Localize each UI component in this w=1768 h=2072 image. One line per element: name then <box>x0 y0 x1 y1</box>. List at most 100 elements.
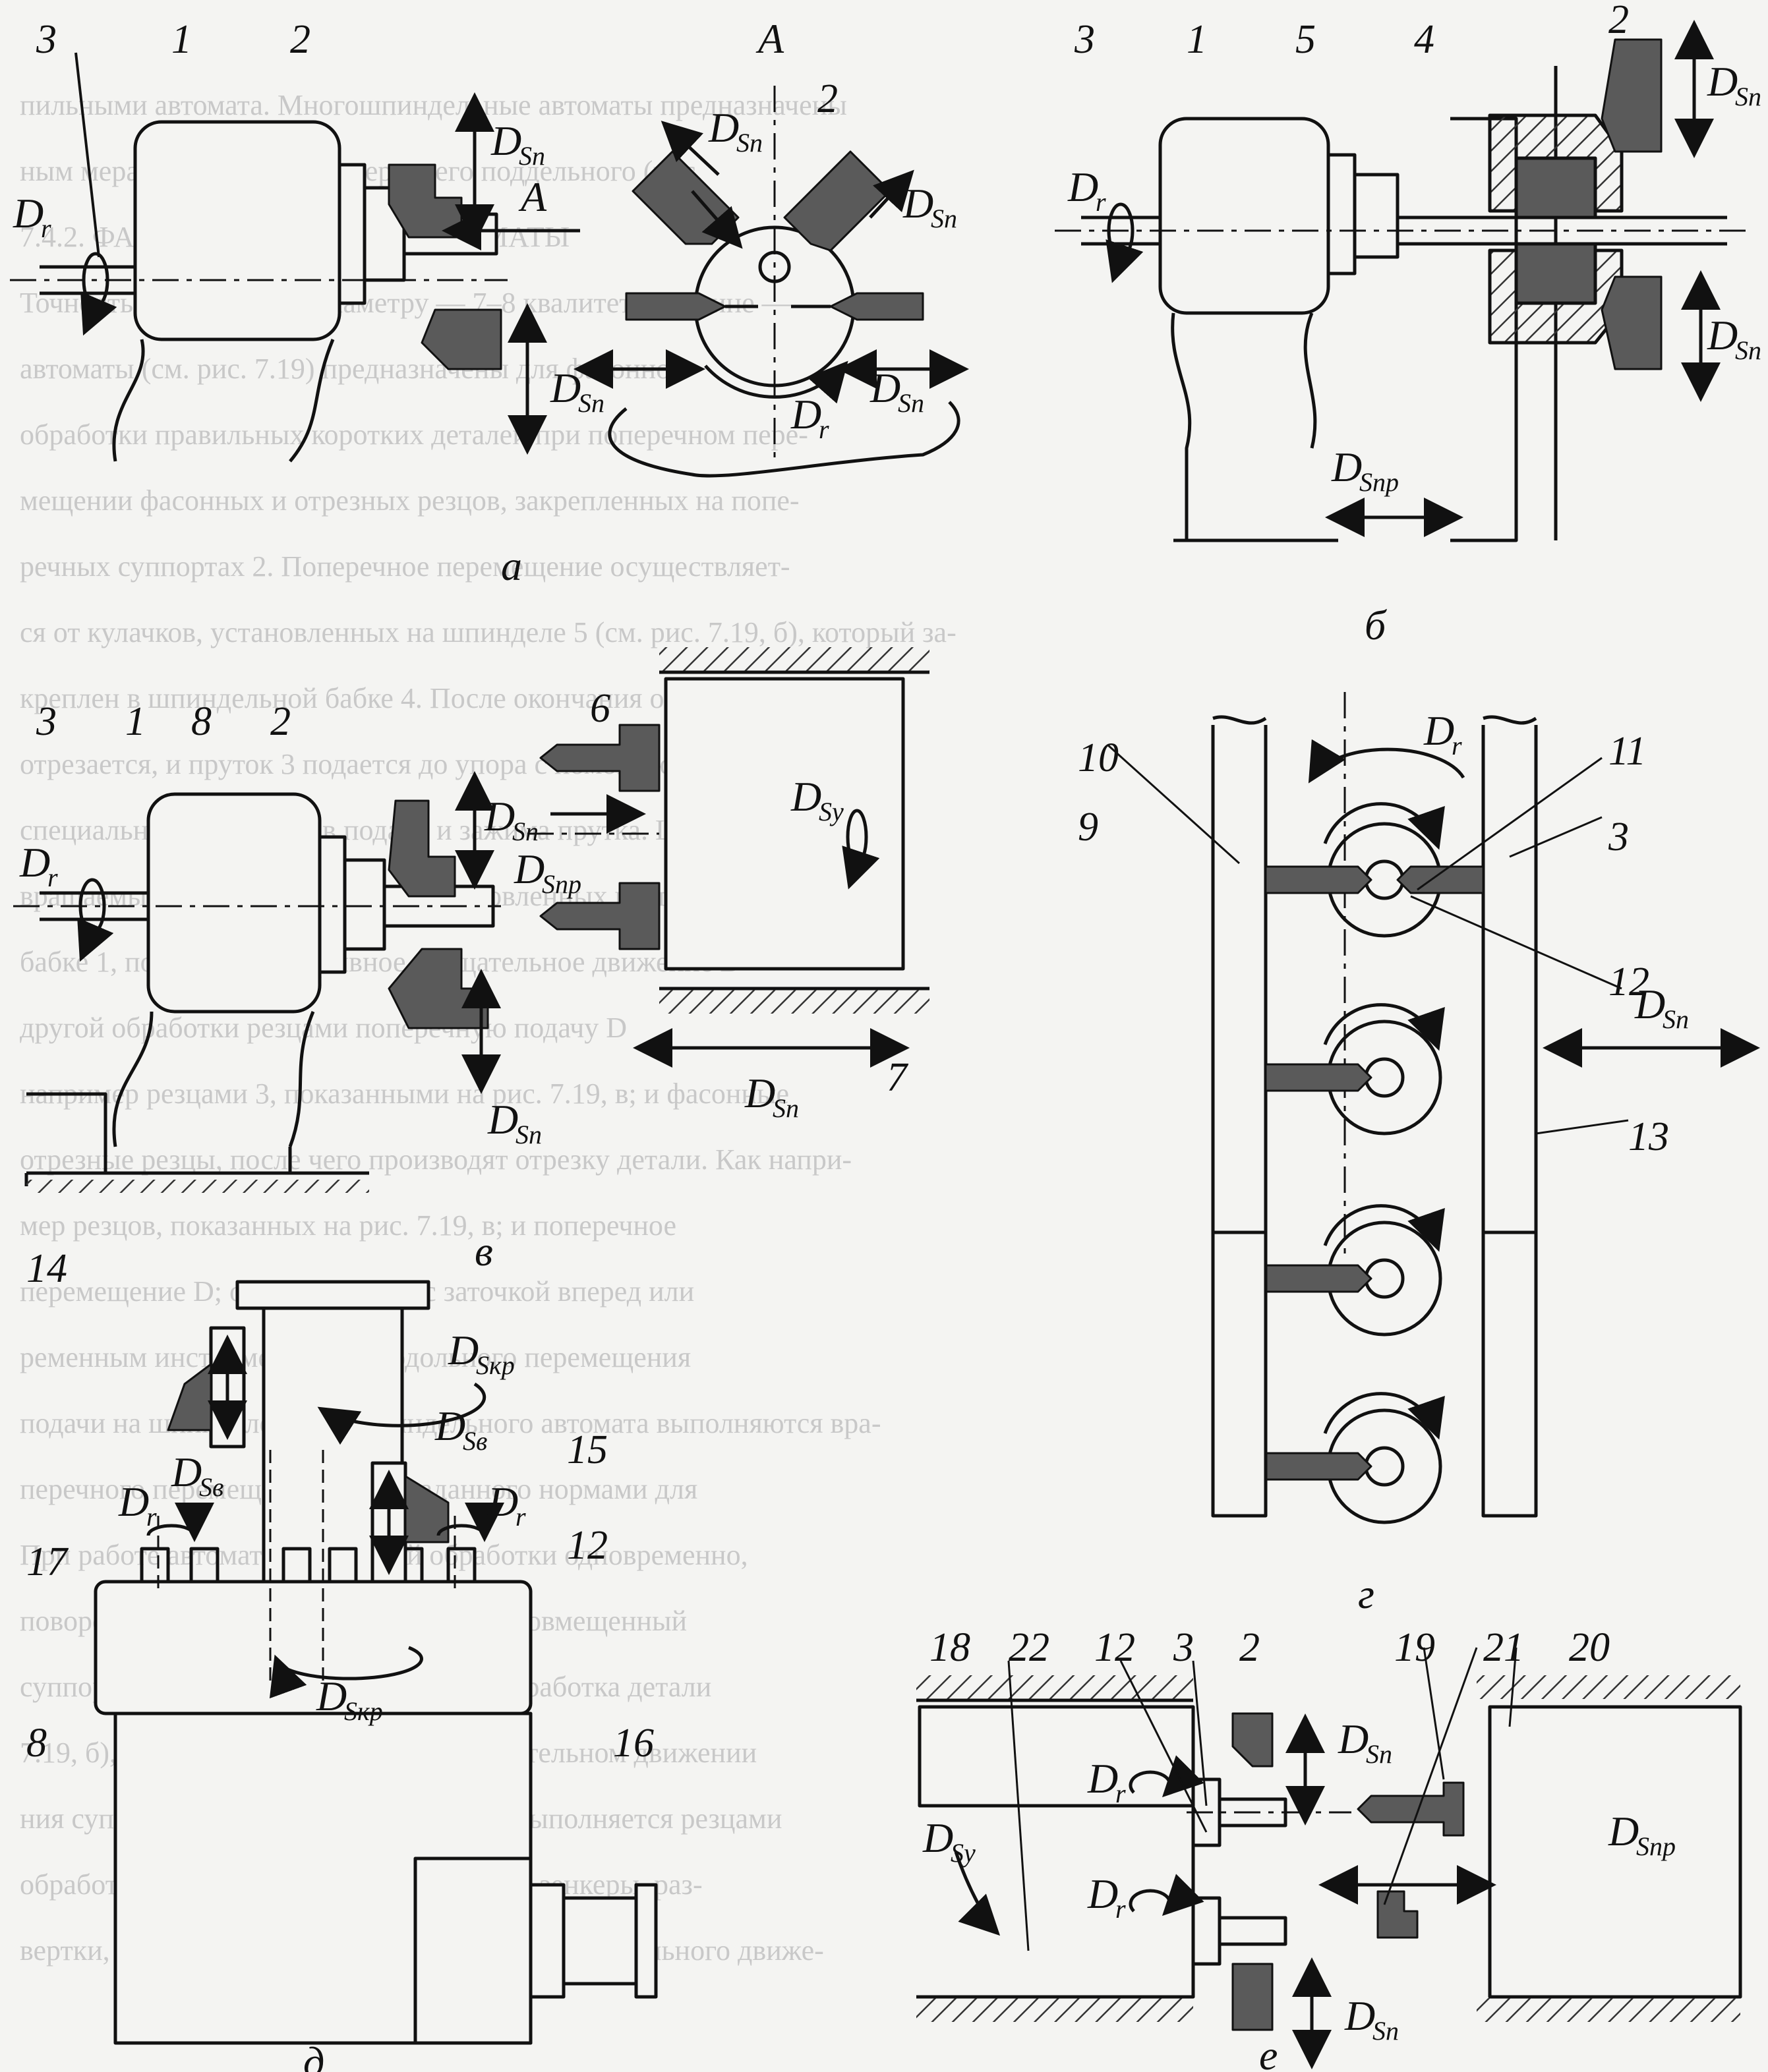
part-2-v: 2 <box>270 699 291 744</box>
background-text-line: речных суппортах 2. Поперечное перемещен… <box>20 550 790 583</box>
svg-text:Sп: Sп <box>1372 2016 1399 2046</box>
svg-text:Sп: Sп <box>1735 335 1761 365</box>
svg-text:D: D <box>487 1478 518 1525</box>
label-dr-e-top: Dr <box>1087 1755 1126 1808</box>
label-dr-a-radial: Dr <box>790 391 829 444</box>
svg-text:r: r <box>1115 1779 1126 1808</box>
label-dsp-b-bottom: DSп <box>1707 312 1761 365</box>
svg-text:D: D <box>1344 1992 1375 2039</box>
label-dsp-drill: DSп <box>744 1070 799 1123</box>
part-18: 18 <box>929 1625 970 1670</box>
part-2-e: 2 <box>1239 1625 1260 1670</box>
svg-text:Sп: Sп <box>1663 1004 1689 1034</box>
subfigure-letter-v: в <box>475 1228 493 1275</box>
part-21: 21 <box>1483 1625 1524 1670</box>
background-text-line: мещении фасонных и отрезных резцов, закр… <box>20 484 800 517</box>
part-9: 9 <box>1078 805 1098 849</box>
svg-text:Sпр: Sпр <box>542 869 581 899</box>
label-dsu-e: DSу <box>922 1814 976 1868</box>
part-10: 10 <box>1078 735 1119 780</box>
label-dsp-g: DSп <box>1634 981 1689 1034</box>
part-16: 16 <box>613 1721 654 1766</box>
label-dsp-v-bottom: DSп <box>487 1096 542 1149</box>
part-1-a: 1 <box>171 17 192 62</box>
view-label-a-top: A <box>755 15 784 62</box>
svg-text:D: D <box>902 180 933 227</box>
label-dsp-a-radial-right: DSп <box>902 180 957 233</box>
svg-text:Sп: Sп <box>1366 1739 1392 1769</box>
svg-text:r: r <box>47 863 58 892</box>
svg-text:r: r <box>1096 187 1106 217</box>
svg-text:D: D <box>484 793 515 840</box>
part-15: 15 <box>567 1427 608 1472</box>
part-1-b: 1 <box>1187 17 1207 62</box>
part-3-g: 3 <box>1608 815 1629 859</box>
part-3-b: 3 <box>1074 17 1095 62</box>
svg-text:r: r <box>1115 1894 1126 1924</box>
svg-text:r: r <box>41 214 51 243</box>
svg-text:r: r <box>146 1502 157 1532</box>
part-7: 7 <box>887 1055 909 1100</box>
subfigure-g-drum <box>1106 692 1760 1524</box>
label-dsp-a-top: DSп <box>490 117 545 171</box>
part-2-a: 2 <box>290 17 310 62</box>
part-20: 20 <box>1569 1625 1610 1670</box>
label-dsp-e-bottom: DSп <box>1344 1992 1399 2046</box>
part-8-v: 8 <box>191 699 212 744</box>
svg-text:D: D <box>708 104 739 151</box>
label-dsp-a-bottom: DSп <box>550 364 604 418</box>
part-11: 11 <box>1608 729 1646 774</box>
label-dsv-left: DSв <box>171 1449 223 1502</box>
svg-text:D: D <box>490 117 521 164</box>
svg-text:D: D <box>1087 1755 1118 1802</box>
svg-text:D: D <box>316 1673 347 1719</box>
subfigure-letter-g: г <box>1358 1570 1374 1617</box>
subfigure-drill-block <box>527 647 929 1068</box>
subfigure-d-machine <box>94 1280 658 2045</box>
svg-text:D: D <box>1067 163 1098 210</box>
subfigure-a-headstock <box>10 52 508 463</box>
part-8-d: 8 <box>26 1721 47 1766</box>
part-13: 13 <box>1628 1114 1669 1159</box>
subfigure-letter-b: б <box>1365 602 1387 648</box>
part-17: 17 <box>26 1540 69 1584</box>
svg-text:D: D <box>448 1327 479 1373</box>
label-dsp-v-top: DSп <box>484 793 539 846</box>
svg-text:Sв: Sв <box>463 1426 487 1456</box>
svg-text:D: D <box>118 1478 149 1525</box>
label-dsu-drill: DSу <box>790 773 844 826</box>
svg-text:D: D <box>19 839 50 886</box>
svg-text:D: D <box>487 1096 518 1143</box>
svg-text:Sп: Sп <box>519 141 545 171</box>
subfigure-b-tools <box>1601 38 1663 370</box>
part-3-a: 3 <box>36 17 57 62</box>
subfigure-e-machine <box>916 1647 1742 2069</box>
svg-text:D: D <box>1707 58 1738 105</box>
svg-text:Sкр: Sкр <box>344 1696 383 1726</box>
svg-text:D: D <box>869 364 900 411</box>
part-14: 14 <box>26 1246 67 1291</box>
part-12-d: 12 <box>567 1523 608 1568</box>
subfigure-letter-e: е <box>1259 2032 1278 2072</box>
subfigure-b-chuck <box>1488 113 1624 345</box>
part-3-e: 3 <box>1173 1625 1194 1670</box>
svg-text:Sп: Sп <box>898 388 924 418</box>
label-dsp-b-top: DSп <box>1707 58 1761 111</box>
svg-text:D: D <box>922 1814 953 1861</box>
svg-text:D: D <box>790 773 821 820</box>
svg-text:Sп: Sп <box>578 388 604 418</box>
svg-text:r: r <box>1452 731 1462 761</box>
subfigure-letter-d: д <box>303 2038 324 2072</box>
label-dr-a: Dr <box>13 190 51 243</box>
view-label-a-arrow: A <box>518 173 547 220</box>
svg-text:D: D <box>550 364 581 411</box>
label-dr-e-bottom: Dr <box>1087 1870 1126 1924</box>
subfigure-a-feed-arrows <box>442 92 580 455</box>
svg-text:D: D <box>1331 444 1362 490</box>
